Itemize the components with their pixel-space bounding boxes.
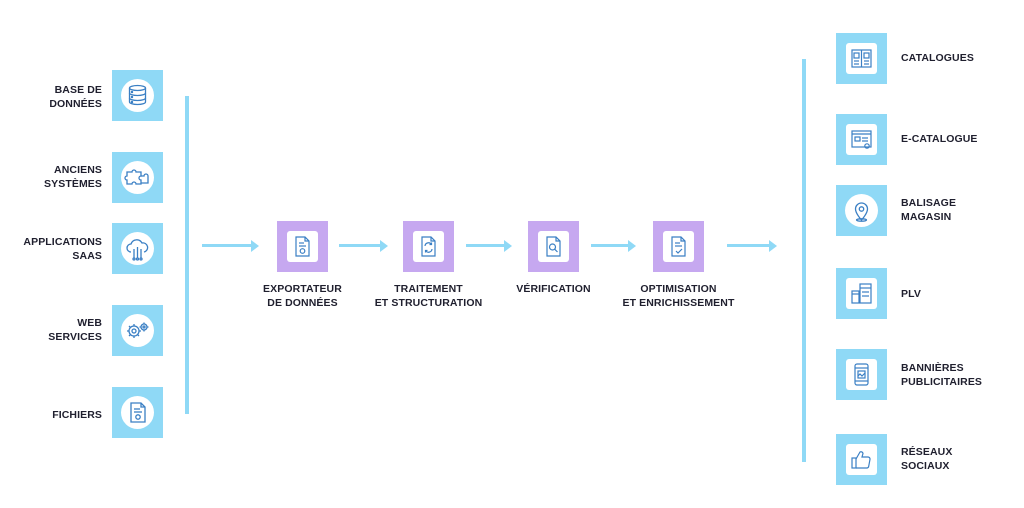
source-box-files xyxy=(112,387,163,438)
output-box-plv xyxy=(836,268,887,319)
flow-arrow-line xyxy=(202,244,252,247)
cloud-icon xyxy=(126,239,149,261)
flow-arrow-head xyxy=(628,239,636,252)
flow-arrow-line xyxy=(466,244,505,247)
source-label-line: SYSTÈMES xyxy=(44,178,102,190)
step-label-line: DE DONNÉES xyxy=(267,297,338,309)
file-gear-icon xyxy=(295,236,310,257)
puzzle-icon xyxy=(124,169,149,185)
source-box-database xyxy=(112,70,163,121)
output-icon-bg xyxy=(846,43,877,74)
source-icon-bg xyxy=(121,232,154,265)
flow-arrow-head xyxy=(251,239,259,252)
step-box-verification xyxy=(528,221,579,272)
file-search-icon xyxy=(546,236,561,257)
outputs-distributor-line xyxy=(802,59,806,462)
source-label-database: BASE DE DONNÉES xyxy=(49,83,102,111)
display-stand-icon xyxy=(851,283,872,304)
step-label-line: ET ENRICHISSEMENT xyxy=(622,297,735,309)
source-label-legacy: ANCIENS SYSTÈMES xyxy=(44,163,102,191)
gears-icon xyxy=(127,322,149,338)
step-label-line: OPTIMISATION xyxy=(640,283,717,295)
flow-arrow-head xyxy=(769,239,777,252)
step-label-processing: TRAITEMENT ET STRUCTURATION xyxy=(362,282,495,310)
step-label-line: ET STRUCTURATION xyxy=(374,297,483,309)
source-box-saas xyxy=(112,223,163,274)
output-label-line: BALISAGE xyxy=(901,197,957,209)
step-icon-bg xyxy=(287,231,318,262)
source-label-line: ANCIENS xyxy=(54,164,102,176)
flow-arrow-line xyxy=(727,244,770,247)
output-label-line: PLV xyxy=(901,288,921,300)
output-icon-bg xyxy=(846,124,877,155)
source-icon-bg xyxy=(121,396,154,429)
source-label-files: FICHIERS xyxy=(52,408,102,422)
step-icon-bg xyxy=(538,231,569,262)
flow-arrow-head xyxy=(504,239,512,252)
output-icon-bg xyxy=(845,194,878,227)
output-label-line: PUBLICITAIRES xyxy=(901,376,983,388)
output-label-line: E-CATALOGUE xyxy=(901,133,978,145)
step-box-processing xyxy=(403,221,454,272)
step-label-optimization: OPTIMISATION ET ENRICHISSEMENT xyxy=(607,282,750,310)
source-label-line: SERVICES xyxy=(48,331,102,343)
output-icon-bg xyxy=(846,444,877,475)
output-box-shelf-labeling xyxy=(836,185,887,236)
source-label-line: DONNÉES xyxy=(49,98,102,110)
step-label-line: EXPORTATEUR xyxy=(263,283,342,295)
output-box-catalogues xyxy=(836,33,887,84)
output-icon-bg xyxy=(846,278,877,309)
step-box-optimization xyxy=(653,221,704,272)
source-icon-bg xyxy=(121,79,154,112)
phone-banner-icon xyxy=(854,363,869,386)
output-label-shelf-labeling: BALISAGE MAGASIN xyxy=(901,196,956,224)
step-label-line: VÉRIFICATION xyxy=(516,283,591,295)
source-label-line: FICHIERS xyxy=(52,409,102,421)
step-label-verification: VÉRIFICATION xyxy=(497,282,610,296)
database-icon xyxy=(128,84,147,106)
e-catalog-icon xyxy=(851,130,872,149)
source-label-line: WEB xyxy=(77,317,102,329)
flow-arrow-head xyxy=(380,239,388,252)
step-label-exporter: EXPORTATEUR DE DONNÉES xyxy=(237,282,368,310)
flow-arrow-line xyxy=(591,244,629,247)
output-label-plv: PLV xyxy=(901,287,921,301)
source-label-saas: APPLICATIONS SAAS xyxy=(23,235,102,263)
step-icon-bg xyxy=(413,231,444,262)
step-icon-bg xyxy=(663,231,694,262)
output-label-line: CATALOGUES xyxy=(901,52,974,64)
source-box-legacy xyxy=(112,152,163,203)
step-box-exporter xyxy=(277,221,328,272)
source-label-line: BASE DE xyxy=(54,84,102,96)
output-label-line: RÉSEAUX xyxy=(901,446,953,458)
output-label-social: RÉSEAUX SOCIAUX xyxy=(901,445,952,473)
thumbs-up-icon xyxy=(851,451,871,469)
output-label-line: BANNIÈRES xyxy=(901,362,964,374)
file-icon xyxy=(130,402,146,423)
output-label-catalogues: CATALOGUES xyxy=(901,51,974,65)
output-label-line: MAGASIN xyxy=(901,211,952,223)
output-box-social xyxy=(836,434,887,485)
source-icon-bg xyxy=(121,314,154,347)
source-icon-bg xyxy=(121,161,154,194)
source-label-webservices: WEB SERVICES xyxy=(48,316,102,344)
step-label-line: TRAITEMENT xyxy=(394,283,463,295)
output-box-e-catalogue xyxy=(836,114,887,165)
catalog-icon xyxy=(851,49,872,68)
source-box-webservices xyxy=(112,305,163,356)
output-label-line: SOCIAUX xyxy=(901,460,950,472)
output-box-banners xyxy=(836,349,887,400)
output-label-e-catalogue: E-CATALOGUE xyxy=(901,132,978,146)
source-label-line: SAAS xyxy=(72,250,102,262)
flow-arrow-line xyxy=(339,244,381,247)
output-icon-bg xyxy=(846,359,877,390)
file-refresh-icon xyxy=(421,236,436,257)
source-label-line: APPLICATIONS xyxy=(23,236,102,248)
file-check-icon xyxy=(671,236,686,257)
sources-collector-line xyxy=(185,96,189,414)
output-label-banners: BANNIÈRES PUBLICITAIRES xyxy=(901,361,982,389)
location-pin-icon xyxy=(854,202,869,222)
